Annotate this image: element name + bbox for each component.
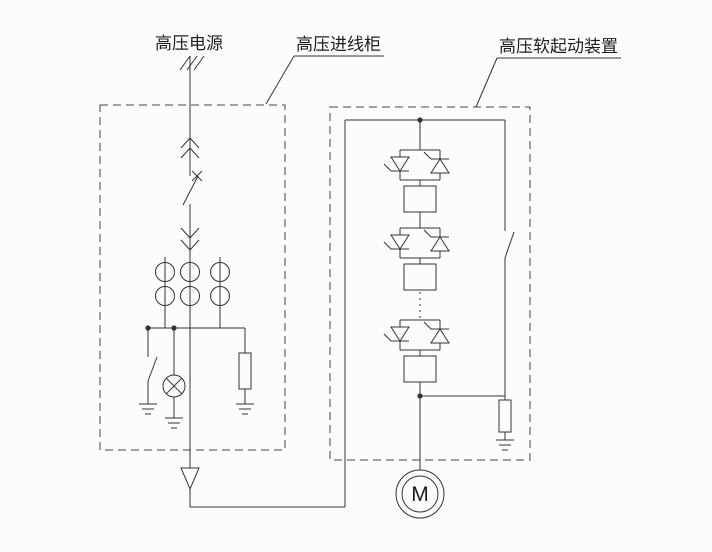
lower-isolator-contacts [180, 227, 200, 251]
starter-top-bus [345, 117, 505, 150]
stack-output-node [417, 382, 505, 470]
ct-icon [210, 286, 230, 306]
snubber-block-icon [403, 355, 437, 383]
ct-icon [155, 286, 175, 306]
ground-icon [496, 439, 514, 451]
current-transformers [155, 257, 230, 328]
thyristor-icon [430, 158, 450, 174]
diagram-labels: 高压电源 高压进线柜 高压软起动装置 [155, 34, 621, 108]
label-incoming-cabinet: 高压进线柜 [296, 35, 381, 54]
thyristor-module-2 [383, 212, 450, 291]
snubber-block-icon [403, 263, 437, 291]
soft-starter-boundary [329, 106, 531, 461]
label-soft-starter: 高压软起动装置 [499, 37, 618, 56]
ct-icon [180, 286, 200, 306]
thyristor-icon [390, 234, 410, 250]
motor-letter: M [411, 483, 429, 506]
ct-icon [155, 262, 175, 282]
grounding-switch-branch [139, 328, 158, 415]
thyristor-icon [430, 236, 450, 252]
arrester-branch [236, 328, 254, 415]
hv-supply-symbol [179, 55, 205, 71]
thyristor-module-3 [383, 319, 450, 383]
incoming-cabinet-boundary [99, 104, 286, 451]
ground-icon [165, 417, 183, 429]
resistor-icon [238, 352, 252, 390]
label-power-source: 高压电源 [155, 34, 223, 53]
ct-icon [210, 262, 230, 282]
snubber-block-icon [403, 185, 437, 213]
cable-arrow-icon [180, 467, 200, 491]
indicator-lamp-branch [162, 328, 186, 429]
ct-icon [180, 262, 200, 282]
bypass-switch-branch [496, 120, 515, 451]
motor-icon [395, 469, 445, 519]
thyristor-module-1 [383, 149, 450, 213]
ground-icon [236, 403, 254, 415]
upper-isolator-contacts [180, 137, 200, 159]
motor: M [395, 469, 445, 519]
cabinet-bus [145, 325, 245, 331]
soft-starter-leader-line [475, 57, 621, 108]
outgoing-feeder [180, 120, 346, 508]
thyristor-icon [390, 156, 410, 172]
motor-inner-ring [401, 475, 439, 513]
resistor-icon [498, 399, 512, 433]
circuit-breaker [182, 170, 203, 206]
thyristor-icon [430, 328, 450, 344]
thyristor-icon [390, 326, 410, 342]
incoming-cabinet-leader-line [265, 55, 384, 105]
ground-icon [139, 403, 157, 415]
